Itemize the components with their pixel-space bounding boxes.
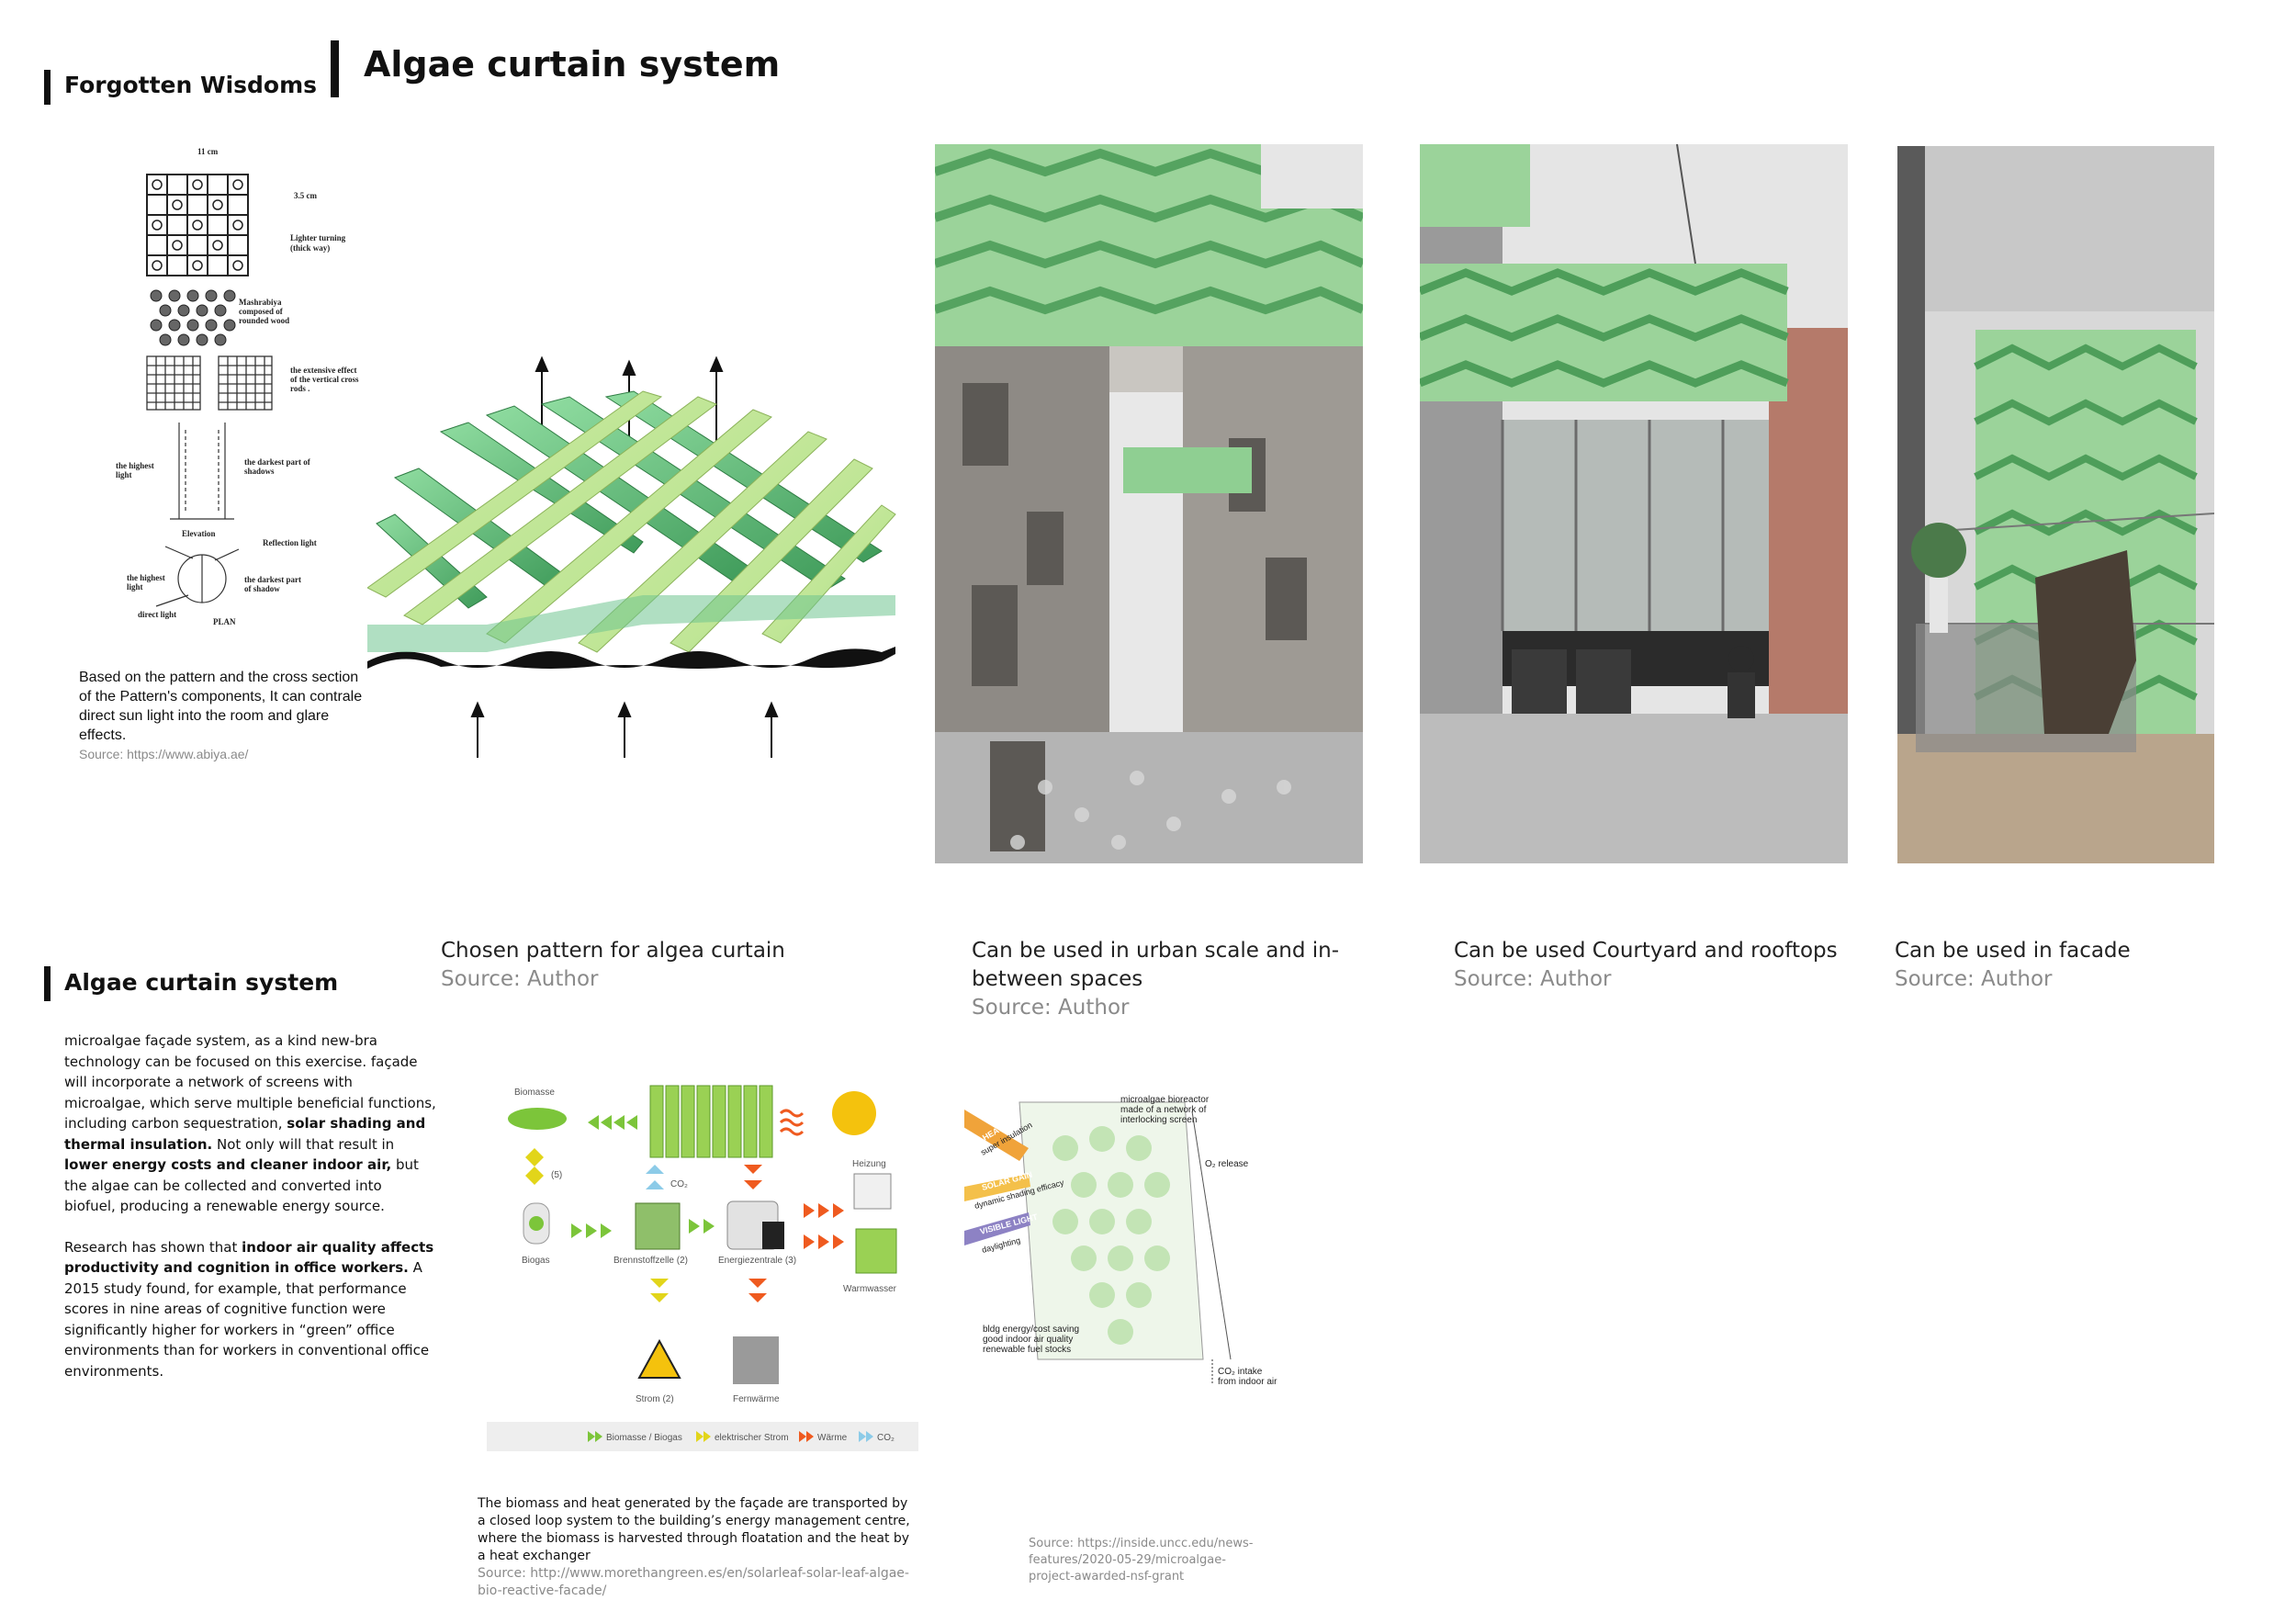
body-text-span: microalgae façade system, as a kind new-… xyxy=(64,1032,436,1132)
caption-source: Source: Author xyxy=(972,996,1130,1020)
legend-strom: elektrischer Strom xyxy=(715,1433,789,1443)
caption-facade: Can be used in facade Source: Author xyxy=(1895,937,2170,994)
sketch-elevation: Elevation xyxy=(182,529,216,538)
body-bold-span: solar shading and thermal insulation. xyxy=(64,1115,426,1153)
body-paragraph-2: Research has shown that indoor air quali… xyxy=(64,1237,436,1382)
label-brennstoff: Brennstoffzelle (2) xyxy=(613,1256,688,1266)
body-paragraph-1: microalgae façade system, as a kind new-… xyxy=(64,1031,436,1217)
label-biomasse: Biomasse xyxy=(514,1088,555,1098)
heading-bar xyxy=(44,70,51,105)
caption-source: Source: Author xyxy=(1454,967,1612,991)
legend-co2: CO₂ xyxy=(877,1433,895,1443)
pattern-note-text: Based on the pattern and the cross secti… xyxy=(79,670,363,743)
sketch-width-label: 11 cm xyxy=(197,147,219,156)
energy-loop-diagram: Biomasse Heizung (5) CO₂ Biogas Brennsto… xyxy=(487,1075,918,1451)
facade-photo xyxy=(1897,146,2214,863)
legend-waerme: Wärme xyxy=(817,1433,848,1443)
energy-caption-source: Source: http://www.morethangreen.es/en/s… xyxy=(478,1566,909,1598)
body-bold-span: lower energy costs and cleaner indoor ai… xyxy=(64,1156,392,1173)
sketch-reflection: Reflection light xyxy=(263,538,317,547)
lattice-pattern-drawing xyxy=(367,349,900,772)
label-five: (5) xyxy=(551,1170,562,1180)
caption-title: Can be used in facade xyxy=(1895,939,2131,963)
caption-title: Can be used in urban scale and in-betwee… xyxy=(972,939,1340,991)
section-heading: Algae curtain system xyxy=(64,969,339,996)
label-strom-text: Strom xyxy=(636,1394,660,1404)
label-co2: CO₂ xyxy=(670,1179,688,1189)
page-title: Algae curtain system xyxy=(364,44,781,85)
legend-biomasse: Biomasse / Biogas xyxy=(606,1433,682,1443)
pattern-note-source: Source: https://www.abiya.ae/ xyxy=(79,747,249,761)
title-bar xyxy=(331,40,339,97)
caption-title: Chosen pattern for algea curtain xyxy=(441,939,785,963)
body-spacer xyxy=(64,1217,436,1237)
caption-source: Source: Author xyxy=(1895,967,2053,991)
urban-street-photo xyxy=(935,144,1363,863)
label-heizung: Heizung xyxy=(852,1159,886,1169)
body-text-span: but the algae can be collected and conve… xyxy=(64,1156,419,1214)
pattern-note: Based on the pattern and the cross secti… xyxy=(79,668,364,764)
label-brennstoff-num: (2) xyxy=(677,1256,688,1266)
body-bold-span: indoor air quality affects productivity … xyxy=(64,1238,434,1277)
forgotten-wisdoms-heading: Forgotten Wisdoms xyxy=(64,72,318,98)
label-warmwasser: Warmwasser xyxy=(843,1284,897,1294)
caption-courtyard: Can be used Courtyard and rooftops Sourc… xyxy=(1454,937,1858,994)
body-text-span: Not only will that result in xyxy=(212,1135,395,1153)
label-o2-release: O₂ release xyxy=(1205,1159,1249,1169)
section-bar xyxy=(44,966,51,1001)
mashrabiya-sketch: 11 cm 3.5 cm Lighter turning(thick way) xyxy=(101,138,377,634)
body-text-span: A 2015 study found, for example, that pe… xyxy=(64,1259,430,1380)
sketch-lighter-label: Lighter turning(thick way) xyxy=(290,233,346,253)
courtyard-photo xyxy=(1420,144,1848,863)
label-energie-text: Energiezentrale xyxy=(718,1256,782,1266)
label-energie-num: (3) xyxy=(785,1256,796,1266)
caption-title: Can be used Courtyard and rooftops xyxy=(1454,939,1838,963)
caption-urban: Can be used in urban scale and in-betwee… xyxy=(972,937,1348,1022)
energy-diagram-caption: The biomass and heat generated by the fa… xyxy=(478,1495,918,1600)
label-biogas: Biogas xyxy=(522,1256,550,1266)
label-strom-num: (2) xyxy=(662,1394,673,1404)
caption-chosen-pattern: Chosen pattern for algea curtain Source:… xyxy=(441,937,845,994)
label-energie: Energiezentrale (3) xyxy=(718,1256,796,1266)
label-fernwaerme: Fernwärme xyxy=(733,1394,780,1404)
body-text-span: Research has shown that xyxy=(64,1238,242,1256)
sketch-cell-label: 3.5 cm xyxy=(294,191,317,200)
caption-source: Source: Author xyxy=(441,967,599,991)
bioreactor-source: Source: https://inside.uncc.edu/news-fea… xyxy=(1029,1537,1254,1584)
energy-caption-text: The biomass and heat generated by the fa… xyxy=(478,1496,910,1563)
label-brennstoff-text: Brennstoffzelle xyxy=(613,1256,674,1266)
sketch-plan: PLAN xyxy=(213,617,236,626)
label-strom: Strom (2) xyxy=(636,1394,674,1404)
sketch-direct-light: direct light xyxy=(138,610,176,619)
algae-body-text: microalgae façade system, as a kind new-… xyxy=(64,1031,436,1381)
